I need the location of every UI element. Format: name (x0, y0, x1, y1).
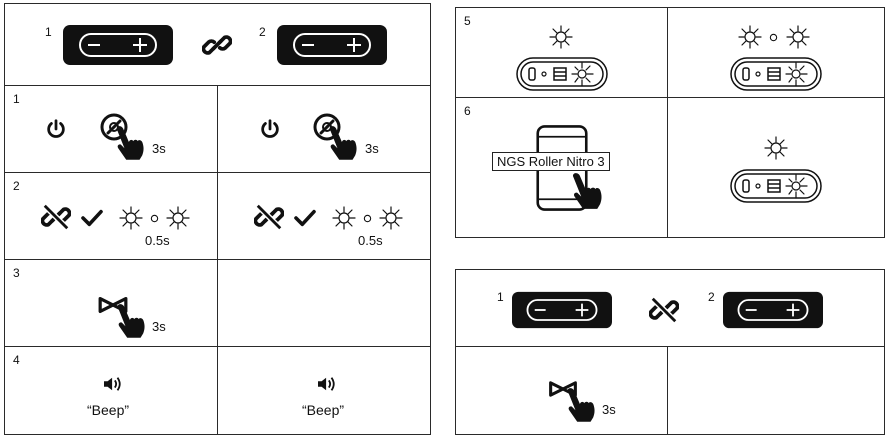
led-flash-icon (764, 136, 788, 160)
step-number: 6 (464, 104, 471, 118)
led-flash-icon (549, 25, 573, 49)
hold-duration: 3s (152, 141, 166, 156)
dot-icon (363, 214, 372, 223)
step-number: 2 (13, 179, 20, 193)
row-1-left: 1 3s (5, 86, 218, 173)
row-3-left: 3 3s (5, 260, 218, 347)
led-flash-icon (738, 25, 762, 49)
link-icon (202, 29, 232, 61)
row-4-right: “Beep” (218, 347, 430, 434)
step-number: 1 (13, 92, 20, 106)
speaker-1-number: 1 (497, 290, 504, 304)
right-bottom-instruction-table: 1 2 3s (455, 269, 885, 435)
checkmark-icon (81, 209, 103, 227)
speaker-2-number: 2 (259, 25, 266, 39)
unlink-icon (41, 201, 71, 233)
led-flash-icon (379, 206, 403, 230)
row-1-right: 3s (218, 86, 430, 173)
checkmark-icon (294, 209, 316, 227)
bluetooth-device-name: NGS Roller Nitro 3 (492, 152, 610, 171)
hold-duration: 3s (602, 402, 616, 417)
speaker-icon (277, 25, 387, 65)
right-bottom-row-left: 3s (456, 347, 668, 434)
speaker-icon (512, 291, 612, 329)
row-5-right (668, 8, 884, 98)
led-flash-icon (119, 206, 143, 230)
row-2-right: 0.5s (218, 173, 430, 260)
power-icon (259, 118, 281, 140)
step-number: 5 (464, 14, 471, 28)
speaker-rear-panel-icon (730, 169, 822, 203)
dot-icon (769, 33, 778, 42)
unlink-icon (649, 294, 679, 326)
right-bottom-header-row: 1 2 (456, 270, 884, 347)
speaker-rear-panel-icon (730, 57, 822, 91)
speaker-icon (723, 291, 823, 329)
power-icon (45, 118, 67, 140)
volume-icon (102, 375, 124, 393)
speaker-icon (63, 25, 173, 65)
left-instruction-table: 1 2 1 3s 3s 2 0.5s 0.5s 3 (4, 3, 431, 435)
hold-duration: 3s (152, 319, 166, 334)
step-number: 4 (13, 353, 20, 367)
speaker-1-number: 1 (45, 25, 52, 39)
hand-press-icon (563, 386, 595, 422)
volume-icon (316, 375, 338, 393)
speaker-rear-panel-icon (516, 57, 608, 91)
led-flash-icon (332, 206, 356, 230)
hand-press-icon (325, 124, 357, 160)
row-2-left: 2 0.5s (5, 173, 218, 260)
row-6-left: 6 NGS Roller Nitro 3 (456, 98, 668, 237)
right-top-instruction-table: 5 6 NGS Roller Nitro 3 (455, 7, 885, 238)
led-flash-icon (166, 206, 190, 230)
beep-text: “Beep” (302, 402, 345, 418)
left-header-row: 1 2 (5, 4, 430, 86)
row-4-left: 4 “Beep” (5, 347, 218, 434)
step-number: 3 (13, 266, 20, 280)
row-5-left: 5 (456, 8, 668, 98)
hand-press-icon (113, 302, 145, 338)
row-6-right (668, 98, 884, 237)
unlink-icon (254, 201, 284, 233)
hold-duration: 3s (365, 141, 379, 156)
row-3-right (218, 260, 430, 347)
right-bottom-row-right (668, 347, 884, 434)
flash-interval: 0.5s (358, 233, 383, 248)
led-flash-icon (786, 25, 810, 49)
hand-press-icon (568, 170, 602, 210)
speaker-2-number: 2 (708, 290, 715, 304)
hand-press-icon (112, 124, 144, 160)
dot-icon (150, 214, 159, 223)
flash-interval: 0.5s (145, 233, 170, 248)
beep-text: “Beep” (87, 402, 130, 418)
